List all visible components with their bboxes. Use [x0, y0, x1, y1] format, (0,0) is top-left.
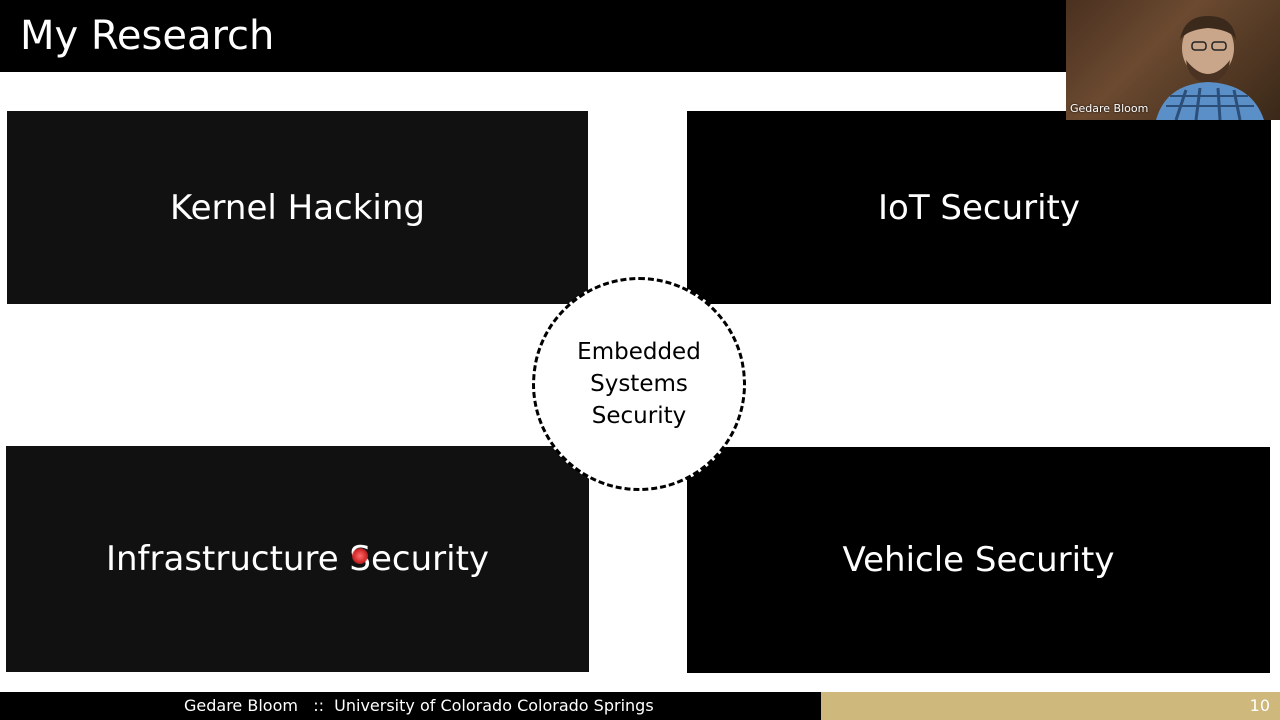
center-line-2: Systems: [590, 371, 688, 397]
tile-label: Infrastructure Security: [105, 539, 490, 579]
tile-label: Vehicle Security: [842, 540, 1115, 580]
participant-name: Gedare Bloom: [1070, 102, 1149, 115]
center-line-3: Security: [591, 403, 687, 429]
footer-text: Gedare Bloom :: University of Colorado C…: [184, 696, 654, 715]
research-tile-kernel-hacking: Kernel Hacking: [7, 111, 588, 304]
research-tile-infrastructure-security: Infrastructure Security: [6, 446, 589, 672]
center-topic-label: Embedded Systems Security: [577, 336, 701, 432]
research-tile-iot-security: IoT Security: [687, 111, 1271, 304]
participant-avatar-icon: [1156, 16, 1264, 120]
center-topic-circle: Embedded Systems Security: [532, 277, 746, 491]
footer-accent-bar: [821, 692, 1280, 720]
participant-video-tile[interactable]: Gedare Bloom: [1066, 0, 1280, 120]
laser-pointer-icon: [352, 548, 368, 564]
slide-title: My Research: [20, 13, 275, 59]
tile-label: IoT Security: [877, 187, 1081, 228]
tile-label: Kernel Hacking: [170, 187, 425, 228]
research-tile-vehicle-security: Vehicle Security: [687, 447, 1270, 673]
page-number: 10: [1249, 696, 1270, 715]
center-line-1: Embedded: [577, 339, 701, 365]
